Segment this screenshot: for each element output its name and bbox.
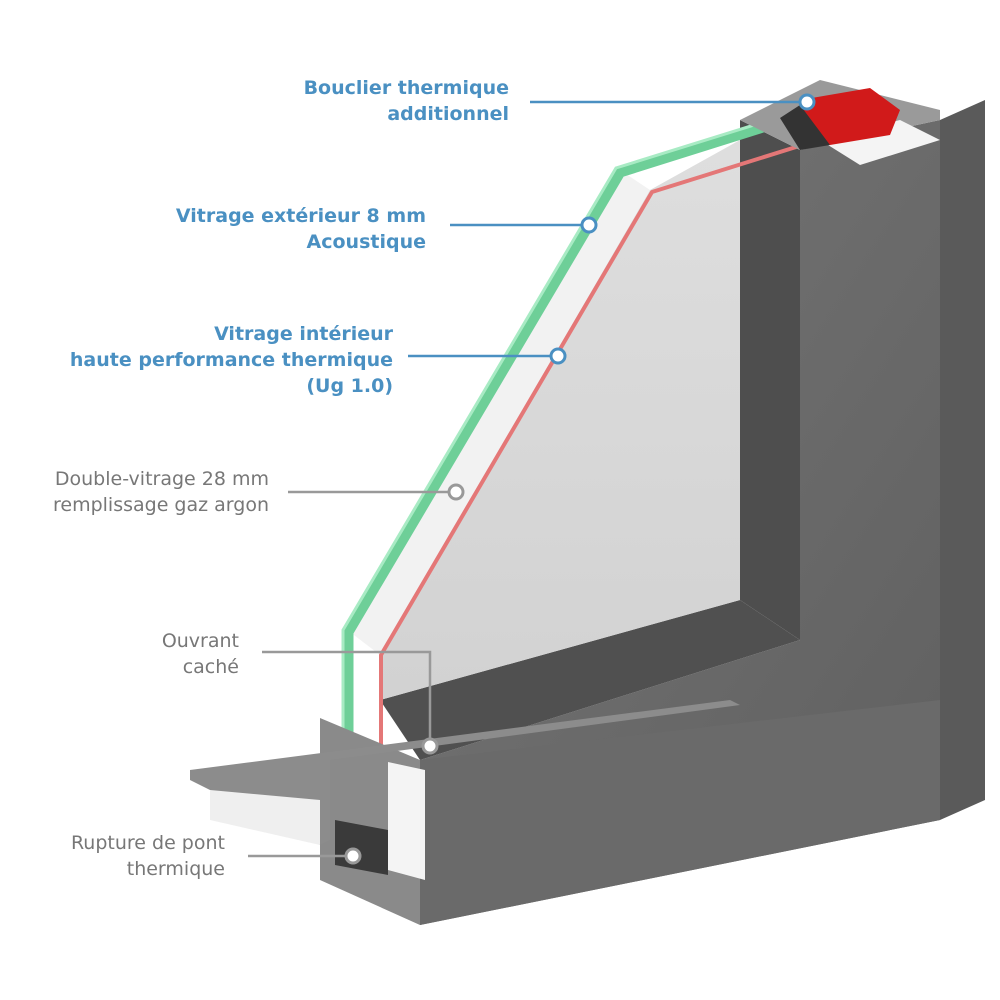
label-vitrage-int-line2: haute performance thermique bbox=[69, 349, 393, 371]
thermal-shield bbox=[800, 88, 900, 145]
top-profile-dark bbox=[780, 105, 830, 150]
frame-reveal bbox=[740, 120, 800, 640]
label-vitrage-ext-line2: Acoustique bbox=[306, 231, 426, 253]
leader-lines bbox=[248, 100, 805, 858]
sill-white-chambers bbox=[210, 790, 320, 845]
label-vitrage-ext-line1: Vitrage extérieur 8 mm bbox=[175, 205, 426, 227]
label-rupture-pont: Rupture de pont thermique bbox=[71, 830, 225, 882]
label-ouvrant-line2: caché bbox=[182, 656, 239, 678]
dot-rupture bbox=[344, 847, 362, 865]
outer-glass-highlight bbox=[341, 114, 784, 750]
label-ouvrant-cache: Ouvrant caché bbox=[162, 628, 239, 680]
dot-vitrage-int bbox=[549, 347, 567, 365]
bottom-sash-white bbox=[388, 762, 425, 880]
label-vitrage-interieur: Vitrage intérieur haute performance ther… bbox=[70, 321, 393, 399]
sill-cover-plate bbox=[190, 700, 740, 845]
dot-vitrage-ext bbox=[580, 216, 598, 234]
label-double-vitrage-line1: Double-vitrage 28 mm bbox=[54, 468, 269, 490]
label-rupture-line2: thermique bbox=[126, 858, 225, 880]
label-vitrage-int-line3: (Ug 1.0) bbox=[306, 375, 393, 397]
outer-glass-line bbox=[342, 114, 787, 750]
leader-dots bbox=[344, 93, 816, 865]
label-ouvrant-line1: Ouvrant bbox=[161, 630, 239, 652]
label-bouclier-thermique: Bouclier thermique additionnel bbox=[304, 75, 509, 127]
label-vitrage-exterieur: Vitrage extérieur 8 mm Acoustique bbox=[176, 203, 426, 255]
frame-bottom-face bbox=[420, 700, 940, 925]
frame-reveal-bottom bbox=[380, 600, 800, 760]
top-profile-white bbox=[820, 120, 940, 165]
glass-edge-white bbox=[350, 170, 650, 655]
inner-glass-line bbox=[379, 140, 813, 760]
label-bouclier-line1: Bouclier thermique bbox=[303, 77, 509, 99]
leader-ouvrant bbox=[262, 650, 432, 745]
double-glazing-pane bbox=[380, 140, 740, 700]
label-vitrage-int-line1: Vitrage intérieur bbox=[214, 323, 393, 345]
label-double-vitrage-line2: remplissage gaz argon bbox=[52, 494, 269, 516]
label-bouclier-line2: additionnel bbox=[387, 103, 509, 125]
label-rupture-line1: Rupture de pont bbox=[70, 832, 225, 854]
label-double-vitrage: Double-vitrage 28 mm remplissage gaz arg… bbox=[53, 466, 269, 518]
dot-bouclier bbox=[798, 93, 816, 111]
dot-ouvrant bbox=[421, 737, 439, 755]
frame-outer-side bbox=[940, 100, 985, 820]
dot-double-vitrage bbox=[447, 483, 465, 501]
